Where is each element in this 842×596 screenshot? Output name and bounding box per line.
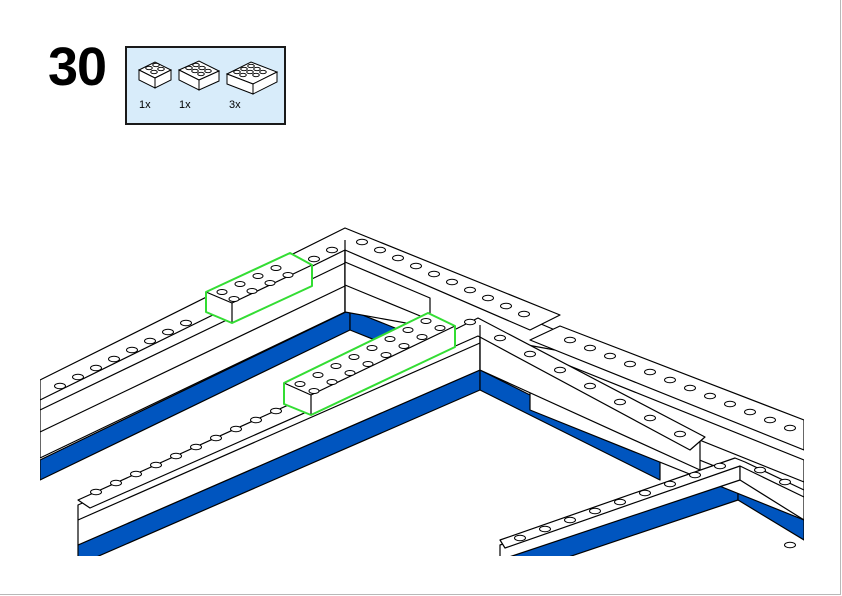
parts-callout: 1x 1x: [125, 46, 286, 125]
new-brick-highlight: [205, 252, 313, 324]
part-item: 3x: [225, 56, 279, 111]
part-quantity: 3x: [229, 99, 241, 111]
part-quantity: 1x: [139, 99, 151, 111]
brick-2x4-icon: [225, 56, 279, 96]
part-quantity: 1x: [179, 99, 191, 111]
front-right-wall: [499, 457, 804, 556]
step-number: 30: [48, 37, 107, 97]
brick-2x2-icon: [137, 56, 173, 90]
stud-row: [54, 238, 796, 549]
brick-2x3-icon: [177, 56, 221, 92]
part-item: 1x: [177, 56, 221, 111]
part-item: 1x: [137, 56, 173, 111]
new-brick-highlight: [283, 312, 456, 416]
